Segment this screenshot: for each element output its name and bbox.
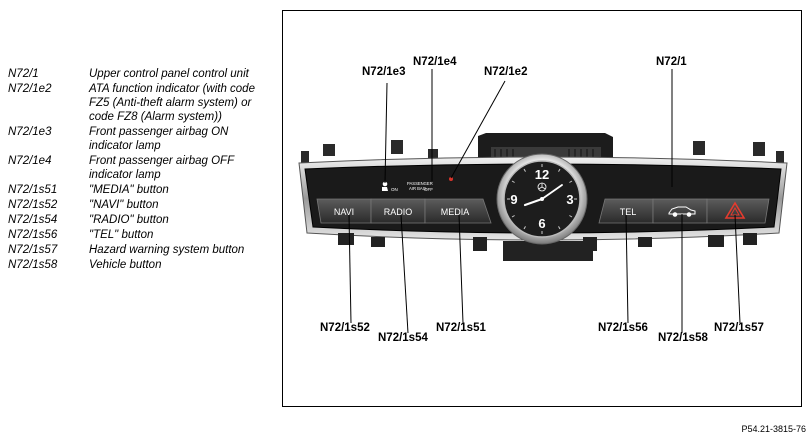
airbag-on-label: ON (391, 187, 398, 192)
legend-row: N72/1s54 "RADIO" button (8, 213, 278, 227)
airbag-seat-icon (382, 181, 388, 191)
clock-numeral-9: 9 (510, 192, 517, 207)
legend-row: N72/1s58 Vehicle button (8, 258, 278, 272)
media-button-shape (424, 198, 492, 224)
legend-code: N72/1s58 (8, 259, 58, 271)
legend-desc: Upper control panel control unit (89, 68, 249, 80)
clock-numeral-12: 12 (535, 167, 549, 182)
mounting-clips (301, 140, 784, 169)
radio-button-shape (370, 198, 426, 224)
callout-e3: N72/1e3 (362, 66, 406, 78)
callout-s51: N72/1s51 (436, 322, 486, 334)
analog-clock: 12 3 6 9 (496, 153, 588, 245)
callout-s57: N72/1s57 (714, 322, 764, 334)
vehicle-icon[interactable] (668, 206, 696, 217)
tel-button[interactable]: TEL (620, 207, 637, 217)
clock-hour-hand (523, 197, 544, 207)
legend-row: N72/1s51 "MEDIA" button (8, 183, 278, 197)
callout-s52: N72/1s52 (320, 322, 370, 334)
legend-desc: "NAVI" button (89, 199, 159, 211)
legend-code: N72/1 (8, 68, 39, 80)
legend-desc: "TEL" button (89, 229, 154, 241)
legend-code: N72/1e2 (8, 83, 52, 95)
legend-desc: Front passenger airbag ON indicator lamp (89, 126, 229, 152)
legend-row: N72/1s56 "TEL" button (8, 228, 278, 242)
diagram-frame: NAVI RADIO MEDIA TEL ON PASSENGER (282, 10, 802, 407)
legend-row: N72/1e2 ATA function indicator (with code… (8, 82, 278, 124)
legend-code: N72/1s52 (8, 199, 58, 211)
legend: N72/1 Upper control panel control unit N7… (8, 67, 278, 273)
media-button[interactable]: MEDIA (441, 207, 470, 217)
legend-row: N72/1e3 Front passenger airbag ON indicat… (8, 125, 278, 153)
clock-numeral-6: 6 (538, 216, 545, 231)
hazard-button-shape (706, 198, 770, 224)
figure-reference: P54.21-3815-76 (741, 424, 806, 434)
legend-code: N72/1s54 (8, 214, 58, 226)
star-emblem-icon (537, 182, 547, 192)
navi-button[interactable]: NAVI (334, 207, 354, 217)
lower-clips (338, 233, 757, 261)
leader-lines (348, 69, 741, 334)
callout-s56: N72/1s56 (598, 322, 648, 334)
airbag-text-line2: AIR BAG (409, 186, 426, 191)
legend-row: N72/1s52 "NAVI" button (8, 198, 278, 212)
callout-e2: N72/1e2 (484, 66, 528, 78)
legend-code: N72/1e4 (8, 155, 52, 167)
legend-desc: "MEDIA" button (89, 184, 169, 196)
radio-button[interactable]: RADIO (384, 207, 413, 217)
legend-code: N72/1s56 (8, 229, 58, 241)
legend-desc: "RADIO" button (89, 214, 169, 226)
airbag-text-line1: PASSENGER (407, 181, 433, 186)
legend-code: N72/1s57 (8, 244, 58, 256)
callout-e4: N72/1e4 (413, 56, 457, 68)
control-panel-illustration: NAVI RADIO MEDIA TEL ON PASSENGER (298, 69, 788, 334)
legend-row: N72/1s57 Hazard warning system button (8, 243, 278, 257)
callout-s58: N72/1s58 (658, 332, 708, 344)
ata-indicator-led (449, 177, 453, 181)
legend-desc: ATA function indicator (with code FZ5 (A… (89, 83, 255, 123)
clock-minute-hand (541, 184, 563, 200)
legend-desc: Vehicle button (89, 259, 162, 271)
callout-s54: N72/1s54 (378, 332, 428, 344)
callout-unit: N72/1 (656, 56, 687, 68)
legend-code: N72/1s51 (8, 184, 58, 196)
legend-row: N72/1e4 Front passenger airbag OFF indica… (8, 154, 278, 182)
airbag-off-label: OFF (424, 187, 433, 192)
clock-numeral-3: 3 (566, 192, 573, 207)
legend-row: N72/1 Upper control panel control unit (8, 67, 278, 81)
legend-desc: Hazard warning system button (89, 244, 245, 256)
legend-code: N72/1e3 (8, 126, 52, 138)
vehicle-button-shape (652, 198, 708, 224)
legend-desc: Front passenger airbag OFF indicator lam… (89, 155, 234, 181)
